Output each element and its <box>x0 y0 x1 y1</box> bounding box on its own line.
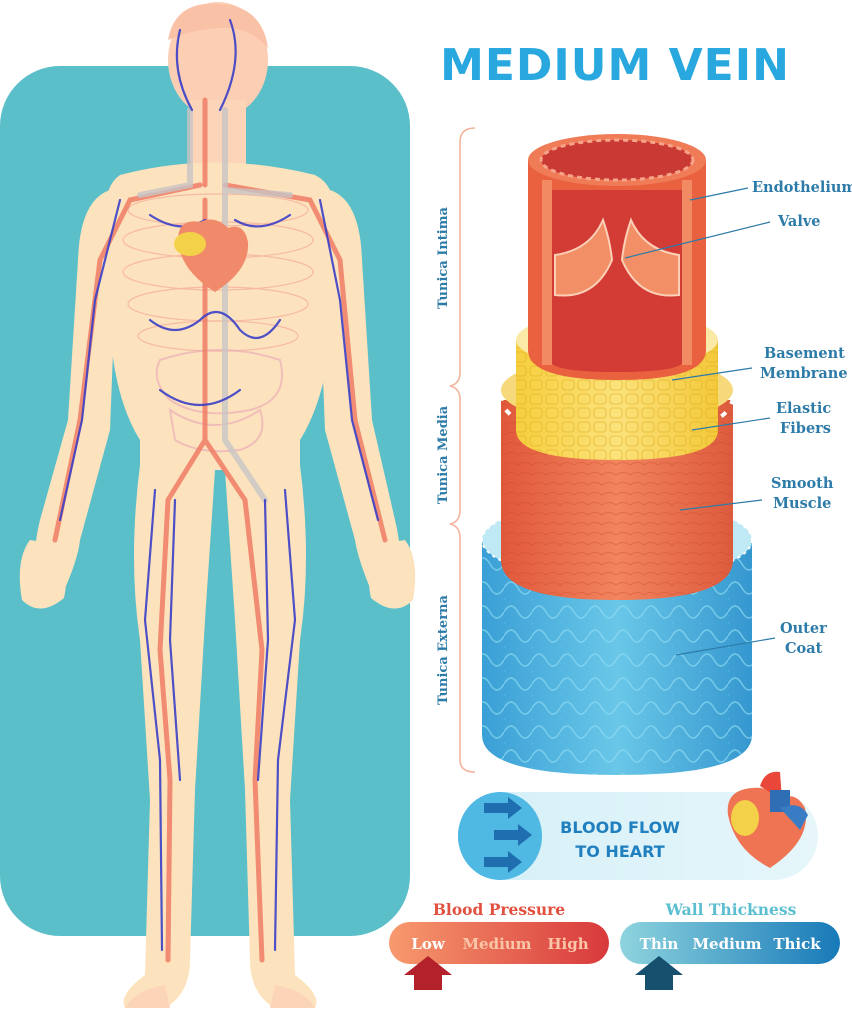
layer-brackets <box>449 127 476 773</box>
valve-icon <box>554 217 680 297</box>
thickness-level-thin: Thin <box>640 935 679 953</box>
heart-icon <box>727 771 808 868</box>
thickness-level-medium: Medium <box>692 935 761 953</box>
label-outer: Outer <box>780 620 827 637</box>
layer-label-media: Tunica Media <box>436 405 451 504</box>
pressure-level-low: Low <box>411 935 446 953</box>
pressure-level-high: High <box>547 935 588 953</box>
label-smooth: Smooth <box>771 475 834 492</box>
leader-lines <box>624 187 776 656</box>
thickness-level-thick: Thick <box>773 935 821 953</box>
label-coat: Coat <box>785 640 823 657</box>
flow-label-line1: BLOOD FLOW <box>560 818 680 837</box>
flow-label-line2: TO HEART <box>575 842 664 861</box>
label-endothelium: Endothelium <box>752 179 852 196</box>
label-elastic: Elastic <box>776 400 831 417</box>
label-valve: Valve <box>777 213 820 230</box>
pressure-indicator-arrow-icon <box>404 956 452 990</box>
blood-pressure-title: Blood Pressure <box>433 900 565 919</box>
pressure-level-medium: Medium <box>462 935 531 953</box>
human-body-figure <box>19 2 416 1008</box>
wall-thickness-title: Wall Thickness <box>665 900 797 919</box>
layer-label-intima: Tunica Intima <box>436 207 451 309</box>
flow-arrows <box>484 797 532 873</box>
diagram-title: MEDIUM VEIN <box>440 40 790 91</box>
vein-cross-section <box>481 134 753 775</box>
blood-pressure-scale <box>389 922 609 964</box>
label-basement: Basement <box>764 345 845 362</box>
blood-flow-indicator: BLOOD FLOW TO HEART <box>458 771 818 880</box>
label-muscle: Muscle <box>773 495 831 512</box>
wall-thickness-scale <box>620 922 840 964</box>
label-fibers: Fibers <box>780 420 831 437</box>
label-membrane: Membrane <box>760 365 848 382</box>
thickness-indicator-arrow-icon <box>635 956 683 990</box>
layer-label-externa: Tunica Externa <box>436 595 451 705</box>
